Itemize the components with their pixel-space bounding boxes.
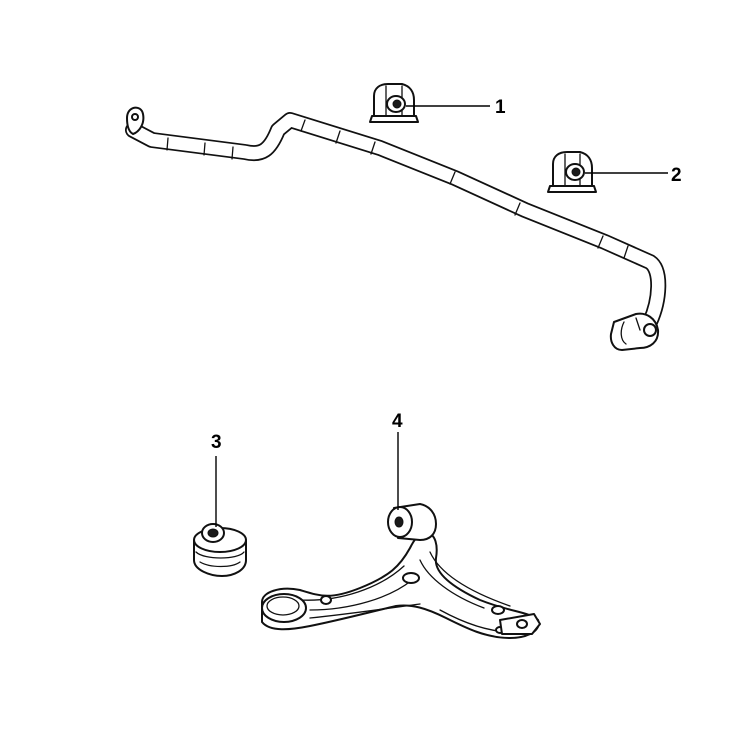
stabilizer-bushing-2 bbox=[547, 151, 597, 193]
stabilizer-bar bbox=[125, 106, 667, 351]
callout-1: 1 bbox=[495, 97, 506, 118]
stabilizer-bar-left-end bbox=[126, 106, 145, 135]
stabilizer-bushing-1 bbox=[369, 83, 419, 123]
callout-3: 3 bbox=[211, 432, 222, 453]
callout-2: 2 bbox=[671, 165, 682, 186]
control-arm-bushing-3 bbox=[193, 523, 247, 577]
lower-control-arm-4 bbox=[261, 503, 541, 639]
leader-lines bbox=[215, 105, 668, 527]
stabilizer-bar-right-end bbox=[609, 312, 660, 351]
callout-4: 4 bbox=[392, 411, 403, 432]
